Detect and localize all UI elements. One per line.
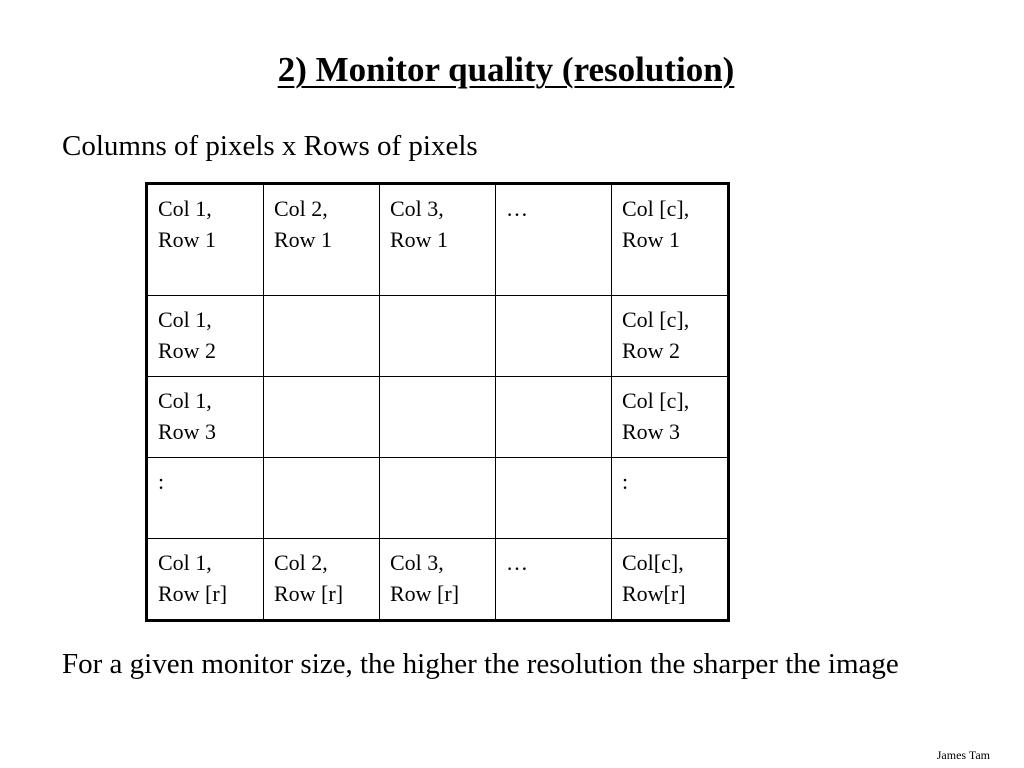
cell-line-1: : xyxy=(158,469,165,494)
cell-line-2: Row [r] xyxy=(390,581,460,606)
cell-line-1: Col [c], xyxy=(622,196,690,221)
cell-line-1: Col 1, xyxy=(158,550,212,575)
table-cell: Col 3, Row 1 xyxy=(379,183,496,296)
table-cell xyxy=(495,376,612,458)
table-cell: … xyxy=(495,538,612,621)
table-cell: Col [c], Row 3 xyxy=(611,376,729,458)
cell-line-2: Row 2 xyxy=(158,338,217,363)
cell-line-1: Col 3, xyxy=(390,196,444,221)
table-cell: Col 1, Row 1 xyxy=(146,183,264,296)
cell-line-1: Col 2, xyxy=(274,196,328,221)
table-cell: Col 1, Row 3 xyxy=(146,376,264,458)
cell-line-2: Row [r] xyxy=(158,581,228,606)
cell-line-2: Row 1 xyxy=(390,227,449,252)
table-cell xyxy=(495,295,612,377)
table-row: Col 1, Row 3 Col [c], Row 3 xyxy=(146,376,729,458)
cell-line-1: Col 3, xyxy=(390,550,444,575)
table-row: : : xyxy=(146,457,729,539)
cell-line-1: Col [c], xyxy=(622,388,690,413)
conclusion-text: For a given monitor size, the higher the… xyxy=(62,648,899,680)
table-cell: Col [c], Row 1 xyxy=(611,183,729,296)
cell-line-2: Row[r] xyxy=(622,581,686,606)
cell-line-2: Row 3 xyxy=(158,419,217,444)
cell-line-1: Col [c], xyxy=(622,307,690,332)
cell-line-2: Row 1 xyxy=(158,227,217,252)
table-cell: : xyxy=(146,457,264,539)
table-row: Col 1, Row 2 Col [c], Row 2 xyxy=(146,295,729,377)
cell-line-1: … xyxy=(506,196,528,221)
table-cell: Col 1, Row 2 xyxy=(146,295,264,377)
cell-line-1: Col 2, xyxy=(274,550,328,575)
cell-line-2: Row 2 xyxy=(622,338,681,363)
table-cell: … xyxy=(495,183,612,296)
cell-line-2: Row 3 xyxy=(622,419,681,444)
table-cell: Col 3, Row [r] xyxy=(379,538,496,621)
cell-line-1: Col[c], xyxy=(622,550,684,575)
table-cell: Col [c], Row 2 xyxy=(611,295,729,377)
table-cell xyxy=(495,457,612,539)
cell-line-1: Col 1, xyxy=(158,307,212,332)
table-cell: Col 2, Row 1 xyxy=(263,183,380,296)
cell-line-1: Col 1, xyxy=(158,196,212,221)
table-cell: Col 1, Row [r] xyxy=(146,538,264,621)
pixel-grid-table: Col 1, Row 1 Col 2, Row 1 Col 3, Row 1 … Co… xyxy=(145,182,730,622)
cell-line-2: Row [r] xyxy=(274,581,344,606)
table-cell: Col[c], Row[r] xyxy=(611,538,729,621)
table-cell xyxy=(263,376,380,458)
cell-line-2: Row 1 xyxy=(274,227,333,252)
intro-text: Columns of pixels x Rows of pixels xyxy=(62,130,478,162)
table-cell: : xyxy=(611,457,729,539)
cell-line-2: Row 1 xyxy=(622,227,681,252)
author-credit: James Tam xyxy=(936,748,990,762)
table-cell xyxy=(379,376,496,458)
cell-line-1: Col 1, xyxy=(158,388,212,413)
table-cell xyxy=(263,295,380,377)
table-cell xyxy=(379,295,496,377)
table-row: Col 1, Row [r] Col 2, Row [r] Col 3, Row [r… xyxy=(146,538,729,621)
slide-title: 2) Monitor quality (resolution) xyxy=(277,50,735,89)
cell-line-1: … xyxy=(506,550,528,575)
table-cell xyxy=(379,457,496,539)
table-cell xyxy=(263,457,380,539)
table-cell: Col 2, Row [r] xyxy=(263,538,380,621)
cell-line-1: : xyxy=(622,469,629,494)
table-row: Col 1, Row 1 Col 2, Row 1 Col 3, Row 1 … Co… xyxy=(146,183,729,296)
